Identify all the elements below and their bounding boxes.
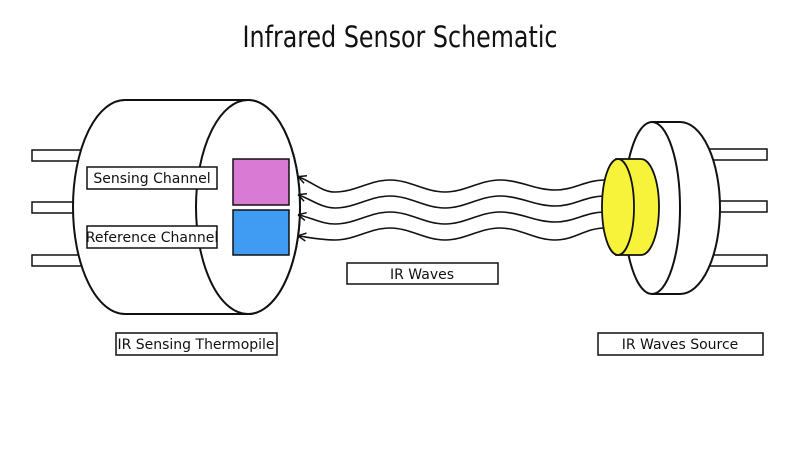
reference-channel-window — [232, 209, 290, 256]
source-label-box: IR Waves Source — [597, 332, 764, 356]
sensing-channel-window — [232, 158, 290, 206]
reference-channel-label: Reference Channel — [86, 230, 218, 246]
ir-wave-arrows — [297, 175, 606, 242]
thermopile-face — [195, 99, 301, 315]
thermopile-label-box: IR Sensing Thermopile — [115, 332, 278, 356]
thermopile-label: IR Sensing Thermopile — [117, 337, 274, 353]
sensing-channel-label: Sensing Channel — [93, 171, 210, 187]
source-label: IR Waves Source — [622, 337, 739, 353]
ir-waves-label: IR Waves — [390, 267, 454, 283]
sensing-channel-label-box: Sensing Channel — [86, 166, 218, 190]
diagram-title: Infrared Sensor Schematic — [242, 20, 558, 54]
ir-wave-3 — [297, 211, 606, 225]
source-lens — [601, 158, 660, 256]
ir-waves-label-box: IR Waves — [346, 262, 499, 285]
ir-wave-1 — [297, 175, 606, 193]
reference-channel-label-box: Reference Channel — [86, 225, 218, 249]
ir-wave-2 — [297, 193, 606, 209]
thermopile-body — [72, 99, 301, 315]
ir-wave-4 — [297, 227, 606, 242]
